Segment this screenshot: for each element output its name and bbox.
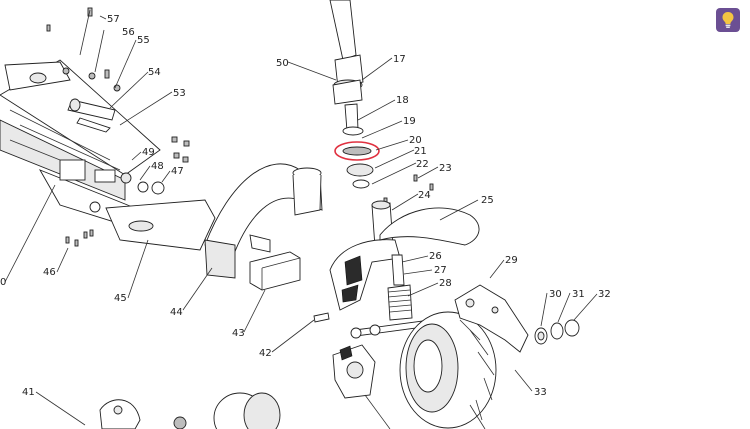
callout-19: 19: [403, 116, 416, 127]
front-fender: [379, 207, 480, 246]
callout-49: 49: [142, 147, 155, 158]
battery-block: [249, 251, 301, 291]
front-fork: [329, 200, 401, 311]
callout-0: 0: [0, 277, 6, 288]
brake-caliper: [332, 344, 376, 399]
suspension-spring: [387, 254, 413, 321]
pin: [313, 312, 330, 323]
deck-frame: [0, 59, 161, 231]
callout-50: 50: [276, 58, 289, 69]
hint-button[interactable]: [716, 8, 740, 32]
callout-41: 41: [22, 387, 35, 398]
callout-53: 53: [173, 88, 186, 99]
callout-28: 28: [439, 278, 452, 289]
callout-46: 46: [43, 267, 56, 278]
callout-54: 54: [148, 67, 161, 78]
callout-21: 21: [414, 146, 427, 157]
callout-17: 17: [393, 54, 406, 65]
callout-43: 43: [232, 328, 245, 339]
rear-fender-arm: [204, 163, 323, 279]
callout-48: 48: [151, 161, 164, 172]
callout-45: 45: [114, 293, 127, 304]
rear-hub: [99, 392, 281, 429]
callout-27: 27: [434, 265, 447, 276]
callout-29: 29: [505, 255, 518, 266]
callout-47: 47: [171, 166, 184, 177]
callout-20: 20: [409, 135, 422, 146]
callout-24: 24: [418, 190, 431, 201]
small-screws: [46, 7, 121, 92]
lightbulb-icon: [722, 12, 734, 28]
callout-labels: 57 56 55 54 53 50 17 18 19 20 21 22 23 2…: [0, 14, 611, 398]
callout-57: 57: [107, 14, 120, 25]
highlighted-washer: [334, 141, 380, 161]
callout-18: 18: [396, 95, 409, 106]
callout-25: 25: [481, 195, 494, 206]
callout-30: 30: [549, 289, 562, 300]
steering-stem: [329, 0, 374, 189]
callout-56: 56: [122, 27, 135, 38]
callout-33: 33: [534, 387, 547, 398]
callout-55: 55: [137, 35, 150, 46]
callout-31: 31: [572, 289, 585, 300]
bracket-plate: [105, 199, 216, 251]
callout-44: 44: [170, 307, 183, 318]
leader-lines: [4, 9, 598, 429]
callout-32: 32: [598, 289, 611, 300]
callout-23: 23: [439, 163, 452, 174]
fittings: [65, 136, 190, 247]
bearings: [534, 319, 580, 345]
callout-42: 42: [259, 348, 272, 359]
callout-26: 26: [429, 251, 442, 262]
swing-arm: [454, 284, 529, 353]
callout-22: 22: [416, 159, 429, 170]
front-tyre: [399, 311, 497, 429]
axle-bolt: [67, 98, 116, 133]
